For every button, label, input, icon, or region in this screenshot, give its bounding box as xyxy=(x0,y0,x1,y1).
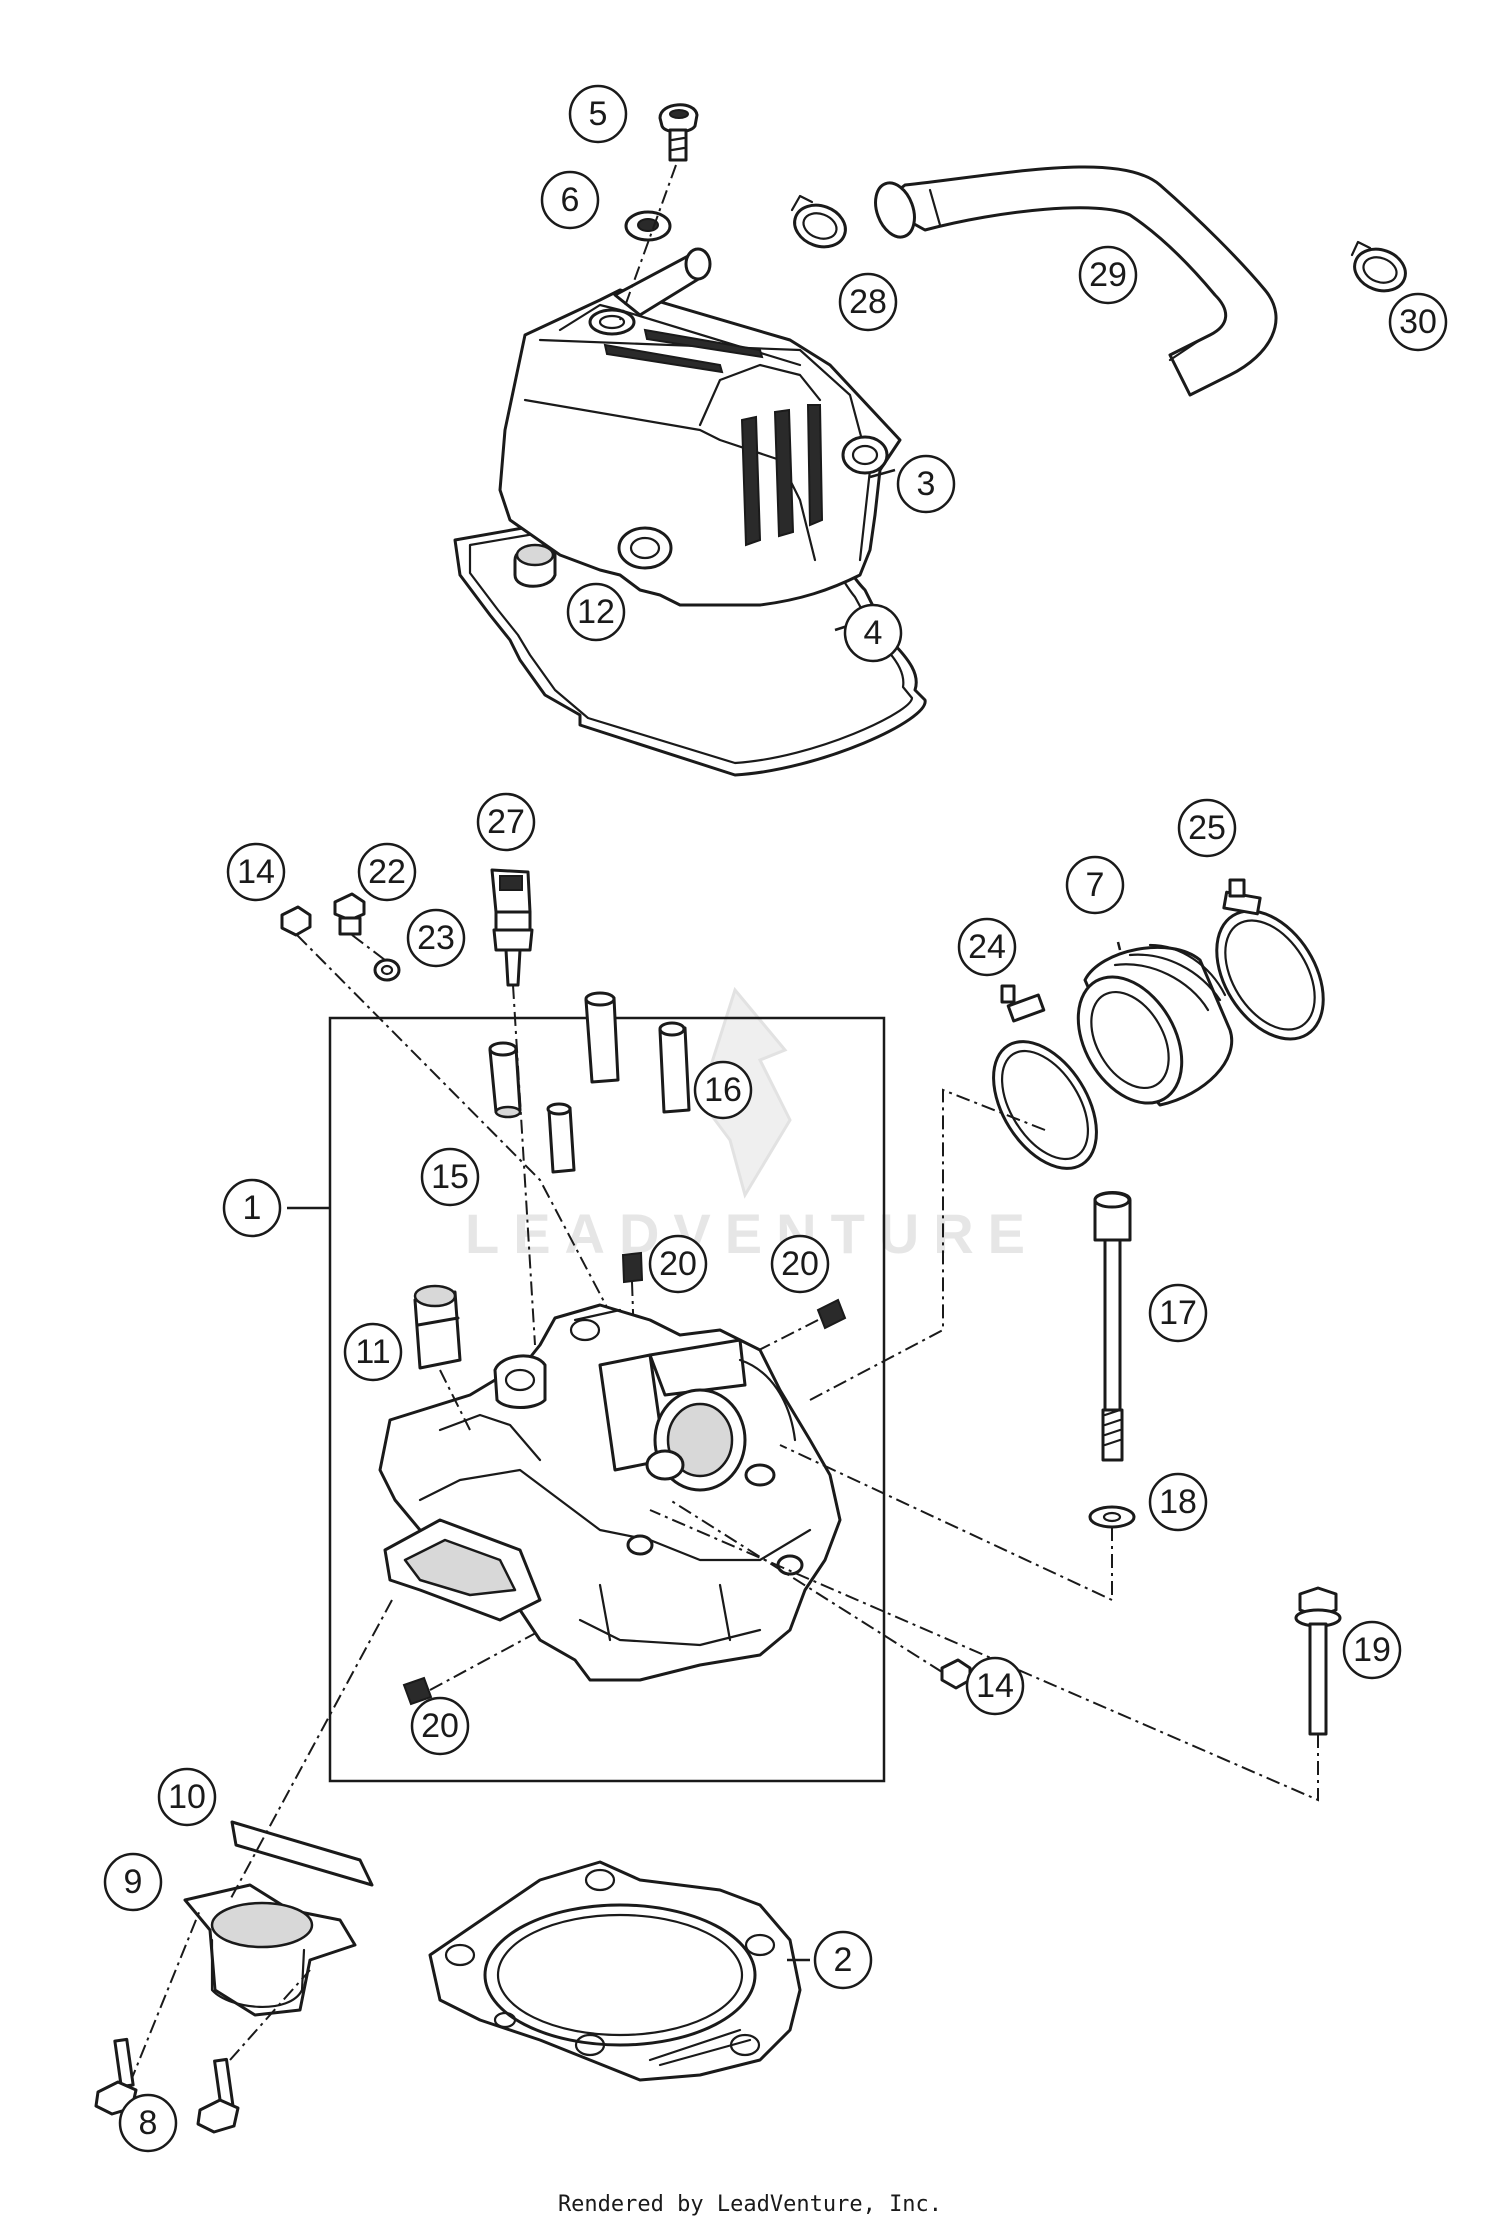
svg-text:23: 23 xyxy=(417,919,455,957)
washer-23 xyxy=(373,958,401,982)
svg-text:14: 14 xyxy=(237,853,275,891)
svg-text:16: 16 xyxy=(704,1071,742,1109)
plug-20-bottom xyxy=(402,1676,433,1706)
svg-text:29: 29 xyxy=(1089,256,1127,294)
callout-20-bottom: 20 xyxy=(410,1696,470,1756)
svg-text:7: 7 xyxy=(1086,866,1105,904)
callouts: 1 2 3 4 5 6 7 8 9 10 11 12 14 14 15 16 1… xyxy=(103,84,1448,2153)
callout-5: 5 xyxy=(568,84,628,144)
callout-16: 16 xyxy=(693,1060,753,1120)
svg-text:6: 6 xyxy=(561,181,580,219)
spark-plug-sleeve xyxy=(413,1284,462,1370)
grommet xyxy=(513,543,557,588)
valve-guide xyxy=(546,1102,576,1174)
svg-text:2: 2 xyxy=(834,1941,853,1979)
callout-18: 18 xyxy=(1148,1472,1208,1532)
svg-text:28: 28 xyxy=(849,283,887,321)
callout-17: 17 xyxy=(1148,1283,1208,1343)
svg-text:19: 19 xyxy=(1353,1631,1391,1669)
svg-text:30: 30 xyxy=(1399,303,1437,341)
footer-credit: Rendered by LeadVenture, Inc. xyxy=(557,2192,943,2217)
callout-1: 1 xyxy=(222,1178,282,1238)
svg-text:11: 11 xyxy=(355,1333,390,1371)
callout-29: 29 xyxy=(1078,245,1138,305)
callout-20-right: 20 xyxy=(770,1234,830,1294)
callout-4: 4 xyxy=(843,603,903,663)
callout-15: 15 xyxy=(420,1147,480,1207)
seal-washer xyxy=(624,210,672,242)
flange-bolt-8-right xyxy=(196,2057,240,2134)
callout-7: 7 xyxy=(1065,855,1125,915)
callout-9: 9 xyxy=(103,1852,163,1912)
plug-screw-22 xyxy=(333,892,366,936)
plug-screw-14-bottom xyxy=(940,1658,972,1690)
valve-guide xyxy=(488,1041,522,1119)
hose-clamp-30 xyxy=(1350,240,1407,293)
svg-text:3: 3 xyxy=(917,465,936,503)
svg-text:9: 9 xyxy=(124,1863,143,1901)
callout-27: 27 xyxy=(476,792,536,852)
valve-guide xyxy=(658,1021,691,1114)
callout-25: 25 xyxy=(1177,798,1237,858)
callout-10: 10 xyxy=(157,1767,217,1827)
callout-3: 3 xyxy=(896,454,956,514)
svg-text:4: 4 xyxy=(864,614,883,652)
cylinder-head-gasket xyxy=(428,1860,802,2082)
svg-text:18: 18 xyxy=(1159,1483,1197,1521)
svg-text:15: 15 xyxy=(431,1158,469,1196)
breather-hose xyxy=(874,165,1278,397)
callout-19: 19 xyxy=(1342,1620,1402,1680)
svg-text:1: 1 xyxy=(243,1189,262,1227)
plug-20-right xyxy=(816,1298,847,1330)
svg-text:25: 25 xyxy=(1188,809,1226,847)
valve-cover xyxy=(498,247,902,607)
svg-text:5: 5 xyxy=(589,95,608,133)
svg-text:8: 8 xyxy=(139,2104,158,2142)
plug-screw-14-top xyxy=(280,905,312,937)
intake-flange xyxy=(183,1883,357,2017)
hose-clamp-24 xyxy=(992,984,1098,1170)
svg-text:27: 27 xyxy=(487,803,525,841)
cylinder-head-bolt xyxy=(1093,1191,1132,1462)
intake-flange-gasket xyxy=(230,1820,374,1887)
callout-11: 11 xyxy=(343,1322,403,1382)
callout-12: 12 xyxy=(566,582,626,642)
temperature-sensor xyxy=(490,868,534,987)
svg-text:20: 20 xyxy=(421,1707,459,1745)
watermark-text: LEADVENTURE xyxy=(465,1202,1039,1265)
flange-bolt xyxy=(1294,1586,1342,1736)
svg-text:20: 20 xyxy=(781,1245,819,1283)
svg-text:24: 24 xyxy=(968,928,1006,966)
cylinder-head xyxy=(378,1303,842,1682)
callout-24: 24 xyxy=(957,917,1017,977)
callout-14-bottom: 14 xyxy=(965,1656,1025,1716)
hose-clamp-28 xyxy=(790,194,847,249)
callout-28: 28 xyxy=(838,272,898,332)
valve-guides xyxy=(488,991,691,1174)
svg-text:22: 22 xyxy=(368,853,406,891)
valve-cover-screw xyxy=(658,103,699,162)
watermark: LEADVENTURE xyxy=(465,986,1039,1265)
callout-8: 8 xyxy=(118,2093,178,2153)
intake-boot xyxy=(1076,943,1234,1107)
plug-20-top xyxy=(621,1251,644,1284)
valve-guide xyxy=(584,991,620,1084)
washer-18 xyxy=(1088,1505,1136,1529)
svg-text:14: 14 xyxy=(976,1667,1014,1705)
svg-text:10: 10 xyxy=(168,1778,206,1816)
callout-6: 6 xyxy=(540,170,600,230)
svg-text:20: 20 xyxy=(659,1245,697,1283)
svg-text:17: 17 xyxy=(1159,1294,1197,1332)
hose-clamp-25 xyxy=(1215,878,1325,1041)
callout-23: 23 xyxy=(406,908,466,968)
callout-14-top: 14 xyxy=(226,842,286,902)
svg-text:12: 12 xyxy=(577,593,615,631)
callout-30: 30 xyxy=(1388,292,1448,352)
callout-2: 2 xyxy=(813,1930,873,1990)
callout-22: 22 xyxy=(357,842,417,902)
callout-20-top: 20 xyxy=(648,1234,708,1294)
